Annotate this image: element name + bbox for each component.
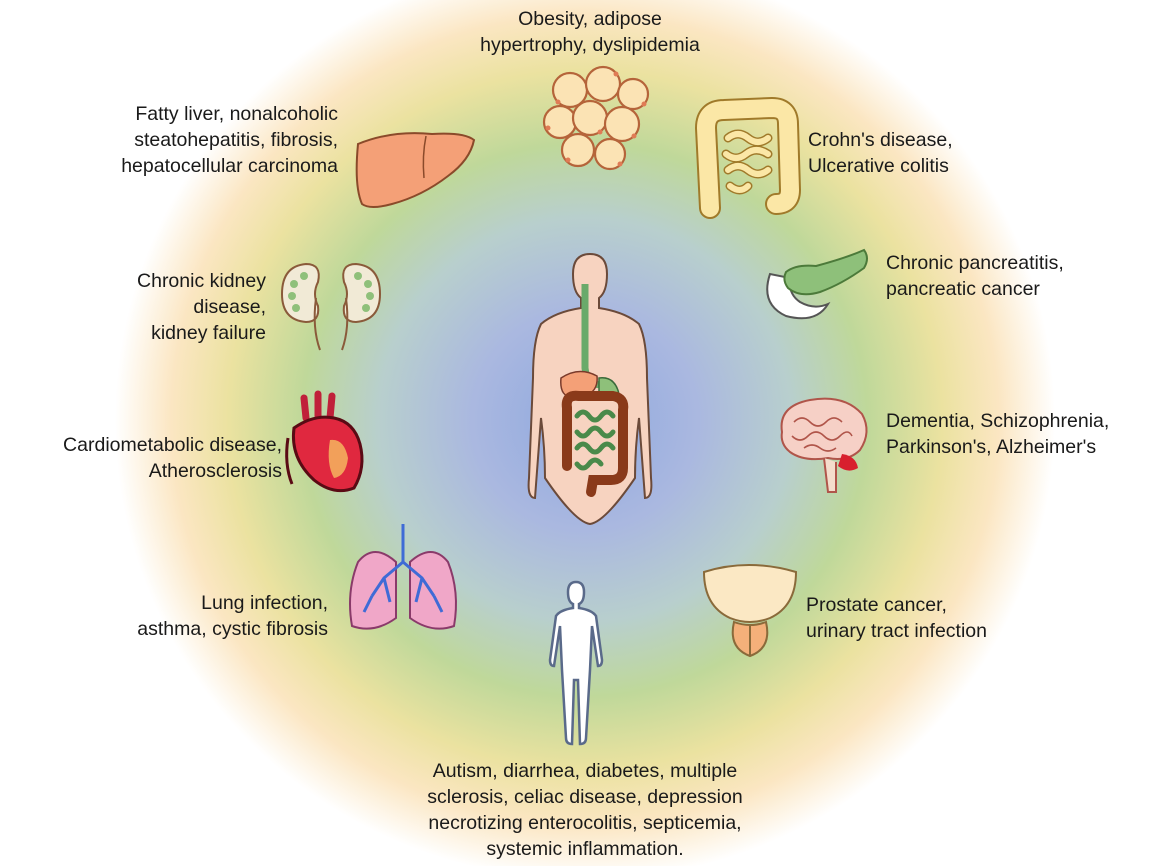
label-line: Parkinson's, Alzheimer's bbox=[886, 434, 1156, 460]
kidneys-icon bbox=[276, 258, 386, 354]
label-line: sclerosis, celiac disease, depression bbox=[370, 784, 800, 810]
label-systemic: Autism, diarrhea, diabetes, multiple scl… bbox=[370, 758, 800, 862]
label-line: steatohepatitis, fibrosis, bbox=[70, 127, 338, 153]
label-line: Dementia, Schizophrenia, bbox=[886, 408, 1156, 434]
label-prostate: Prostate cancer, urinary tract infection bbox=[806, 592, 1046, 644]
label-obesity: Obesity, adipose hypertrophy, dyslipidem… bbox=[470, 6, 710, 58]
label-line: pancreatic cancer bbox=[886, 276, 1126, 302]
torso-gi-tract-icon bbox=[515, 248, 665, 528]
label-brain: Dementia, Schizophrenia, Parkinson's, Al… bbox=[886, 408, 1156, 460]
prostate-icon bbox=[698, 556, 802, 666]
label-line: Cardiometabolic disease, bbox=[4, 432, 282, 458]
label-line: Chronic pancreatitis, bbox=[886, 250, 1126, 276]
label-line: systemic inflammation. bbox=[370, 836, 800, 862]
label-bowel: Crohn's disease, Ulcerative colitis bbox=[808, 127, 1028, 179]
label-line: Autism, diarrhea, diabetes, multiple bbox=[370, 758, 800, 784]
label-line: asthma, cystic fibrosis bbox=[70, 616, 328, 642]
label-line: Prostate cancer, bbox=[806, 592, 1046, 618]
adipose-cells-icon bbox=[538, 64, 658, 174]
label-lung: Lung infection, asthma, cystic fibrosis bbox=[70, 590, 328, 642]
label-line: Chronic kidney bbox=[70, 268, 266, 294]
label-line: Atherosclerosis bbox=[4, 458, 282, 484]
label-pancreas: Chronic pancreatitis, pancreatic cancer bbox=[886, 250, 1126, 302]
label-kidney: Chronic kidney disease, kidney failure bbox=[70, 268, 266, 346]
human-figure-icon bbox=[540, 580, 612, 746]
label-liver: Fatty liver, nonalcoholic steatohepatiti… bbox=[70, 101, 338, 179]
label-line: Crohn's disease, bbox=[808, 127, 1028, 153]
pancreas-icon bbox=[756, 244, 874, 324]
liver-icon bbox=[352, 126, 478, 216]
label-line: Fatty liver, nonalcoholic bbox=[70, 101, 338, 127]
label-line: urinary tract infection bbox=[806, 618, 1046, 644]
lungs-icon bbox=[344, 522, 462, 636]
label-line: Lung infection, bbox=[70, 590, 328, 616]
brain-icon bbox=[774, 392, 874, 496]
label-line: hypertrophy, dyslipidemia bbox=[470, 32, 710, 58]
label-heart: Cardiometabolic disease, Atherosclerosis bbox=[4, 432, 282, 484]
label-line: disease, bbox=[70, 294, 266, 320]
label-line: hepatocellular carcinoma bbox=[70, 153, 338, 179]
label-line: Obesity, adipose bbox=[470, 6, 710, 32]
heart-icon bbox=[284, 388, 368, 498]
label-line: kidney failure bbox=[70, 320, 266, 346]
label-line: necrotizing enterocolitis, septicemia, bbox=[370, 810, 800, 836]
label-line: Ulcerative colitis bbox=[808, 153, 1028, 179]
intestine-icon bbox=[692, 98, 800, 218]
